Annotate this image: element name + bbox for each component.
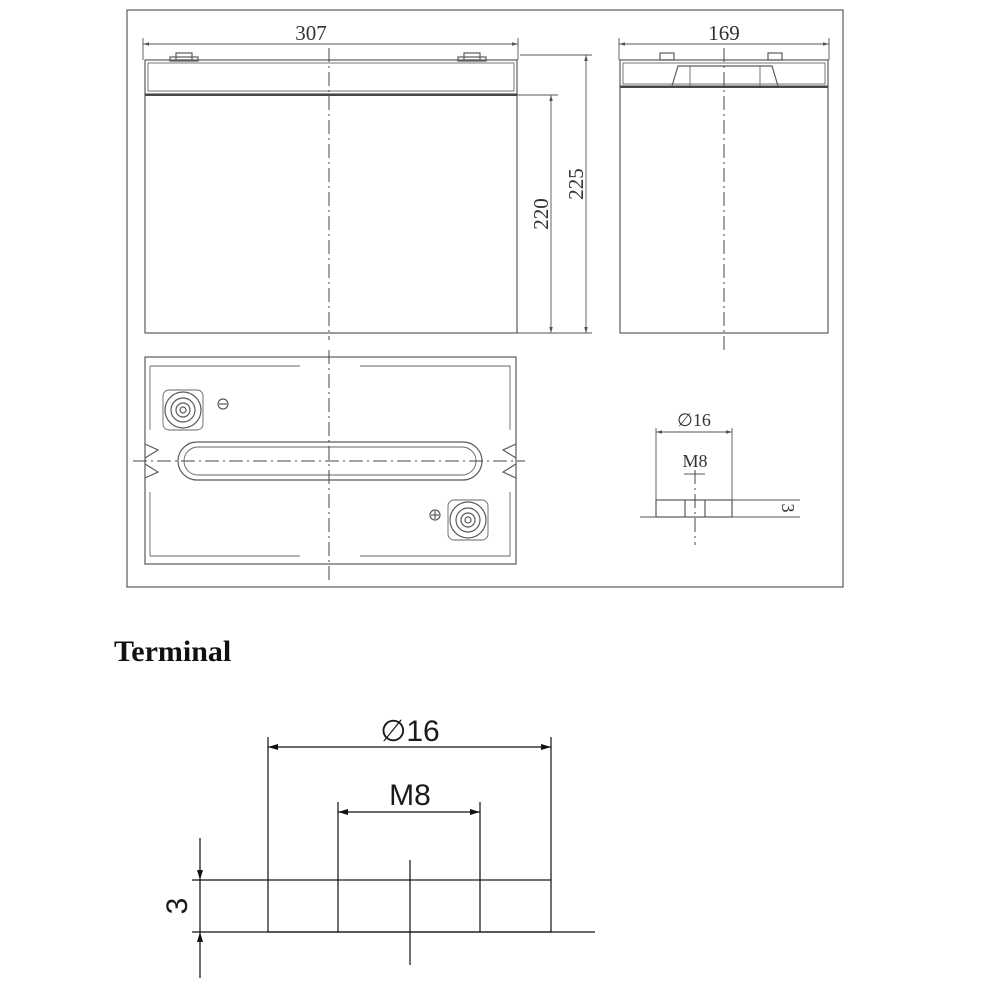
large-height-label: 3 bbox=[161, 898, 194, 915]
front-view: 307 220 225 bbox=[142, 21, 592, 340]
terminal-detail-small: ∅16 M8 3 bbox=[640, 410, 800, 545]
large-thread-label: M8 bbox=[389, 779, 431, 812]
section-title: Terminal bbox=[114, 635, 231, 668]
dim-length-label: 307 bbox=[295, 21, 327, 45]
small-thread-label: M8 bbox=[682, 451, 707, 471]
negative-terminal bbox=[447, 499, 489, 541]
plus-mark-icon bbox=[217, 398, 229, 410]
top-view bbox=[133, 350, 525, 580]
dim-case-height-label: 220 bbox=[529, 198, 553, 230]
large-diameter-label: ∅16 bbox=[380, 715, 440, 748]
minus-mark-icon bbox=[429, 509, 441, 521]
side-view: 169 bbox=[618, 21, 830, 350]
dim-width-label: 169 bbox=[708, 21, 740, 45]
terminal-detail-large: ∅16 M8 3 bbox=[161, 715, 595, 978]
drawing-frame bbox=[126, 9, 844, 588]
dim-total-height-label: 225 bbox=[564, 168, 588, 200]
positive-terminal bbox=[162, 389, 204, 431]
small-diameter-label: ∅16 bbox=[677, 410, 711, 430]
small-height-label: 3 bbox=[778, 504, 798, 513]
